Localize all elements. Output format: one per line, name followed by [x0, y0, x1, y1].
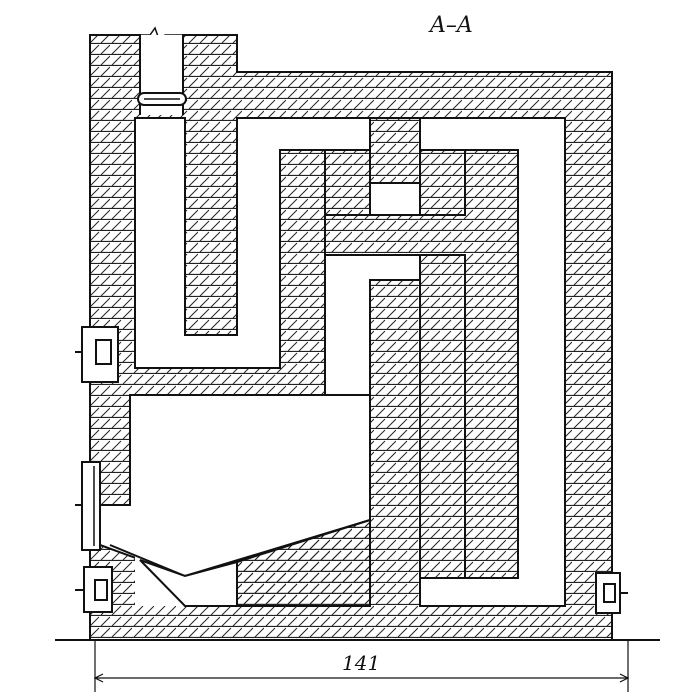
cleanout-door-upper [75, 326, 119, 383]
dimension-line [93, 640, 630, 692]
ash-door [75, 566, 113, 613]
grate [139, 559, 238, 607]
dimension-label: 141 [342, 651, 380, 675]
fuel-door [75, 461, 101, 551]
firebox [109, 394, 371, 607]
section-label: A–A [428, 13, 473, 38]
cleanout-door-right [595, 572, 628, 614]
